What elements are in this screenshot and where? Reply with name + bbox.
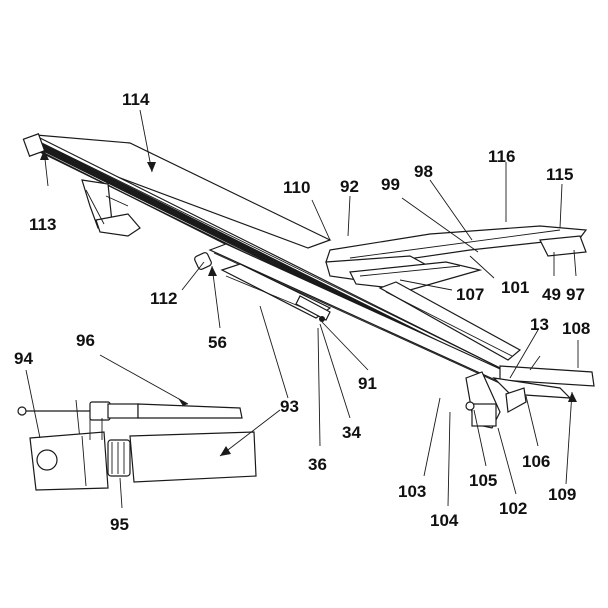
cylinder-assembly [194,252,522,361]
leader-lines [25,109,579,509]
callout-106: 106 [522,452,550,471]
callout-105: 105 [469,471,497,490]
callout-103: 103 [398,482,426,501]
callout-91: 91 [358,374,377,393]
callout-109: 109 [548,485,576,504]
callout-94: 94 [14,349,33,368]
callout-92: 92 [340,177,359,196]
detail-inset [17,399,257,491]
callout-101: 101 [501,278,529,297]
callout-115: 115 [546,165,573,184]
callout-labels: 114 116 110 92 99 98 115 113 112 107 101… [14,90,590,534]
callout-102: 102 [499,499,527,518]
callout-96: 96 [76,331,95,350]
main-rail-assembly [22,133,595,429]
callout-56: 56 [208,333,227,352]
callout-108: 108 [562,319,590,338]
callout-116: 116 [488,147,515,166]
callout-98: 98 [414,162,433,181]
callout-114: 114 [122,90,150,109]
callout-112: 112 [150,289,177,308]
callout-34: 34 [342,423,361,442]
callout-110: 110 [283,178,310,197]
callout-104: 104 [430,511,459,530]
callout-36: 36 [308,455,327,474]
callout-107: 107 [456,285,484,304]
callout-99: 99 [381,175,400,194]
callout-93: 93 [280,397,299,416]
callout-95: 95 [110,515,129,534]
callout-13: 13 [530,315,549,334]
upper-lever-assembly [325,225,588,291]
callout-97: 97 [566,285,585,304]
callout-49: 49 [542,285,561,304]
callout-113: 113 [29,215,56,234]
